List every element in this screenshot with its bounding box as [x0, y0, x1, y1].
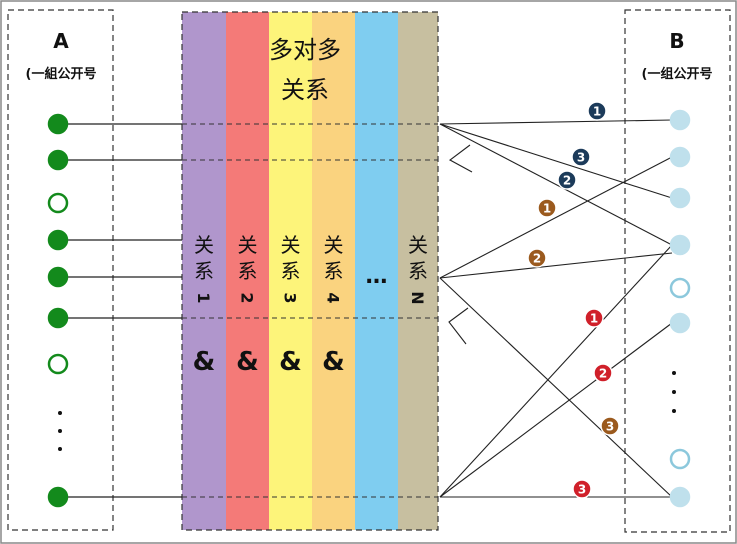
a-node-filled	[49, 151, 67, 169]
badge-number: 1	[543, 202, 551, 216]
b-node-filled	[671, 189, 689, 207]
arrow-head-left	[450, 145, 472, 172]
relation-label-3: 关系 3	[281, 233, 301, 304]
fan-line	[440, 253, 672, 278]
fan-line	[440, 124, 672, 245]
badge-2: 3	[572, 148, 590, 166]
center-title-line2: 关系	[281, 76, 329, 104]
badge-number: 2	[599, 367, 607, 381]
fan-line	[440, 278, 672, 497]
relation-amp-4: &	[322, 347, 345, 377]
badge-6: 1	[585, 309, 603, 327]
badge-7: 2	[594, 364, 612, 382]
relation-label-char: 系	[281, 259, 301, 283]
group-b-nodes	[671, 111, 689, 506]
group-b-label: B	[669, 29, 684, 53]
fan-line	[440, 323, 672, 497]
group-a-nodes	[49, 115, 67, 506]
b-node-filled	[671, 314, 689, 332]
fan-line	[440, 120, 672, 124]
center-title-line1: 多对多	[269, 36, 341, 64]
relation-label-char: 系	[194, 259, 214, 283]
relation-label-ellipsis: …	[366, 264, 388, 289]
badge-number: 3	[577, 151, 585, 165]
b-node-filled	[671, 111, 689, 129]
b-node-hollow	[671, 279, 689, 297]
group-b-sublabel: (一组公开号	[642, 66, 713, 82]
badge-8: 3	[601, 417, 619, 435]
a-node-filled	[49, 488, 67, 506]
relation-label-char: 系	[324, 259, 344, 283]
relation-amp-1: &	[193, 347, 216, 377]
relation-label-char: 关	[238, 233, 258, 257]
a-ellipsis	[58, 411, 62, 451]
b-node-hollow	[671, 450, 689, 468]
relation-label-char: 系	[408, 259, 428, 283]
relation-label-char: 4	[324, 292, 343, 303]
a-node-filled	[49, 115, 67, 133]
a-connectors	[58, 124, 182, 497]
badge-number: 1	[593, 105, 601, 119]
relation-label-char: 关	[324, 233, 344, 257]
b-node-filled	[671, 488, 689, 506]
badge-number: 2	[533, 252, 541, 266]
b-node-filled	[671, 148, 689, 166]
badge-9: 3	[573, 480, 591, 498]
arrow-head-left	[449, 308, 468, 344]
a-node-hollow	[49, 355, 67, 373]
relation-label-4: 关系 4	[324, 233, 344, 304]
relation-label-char: 3	[281, 292, 300, 303]
b-connectors	[440, 120, 672, 497]
relation-amp-2: &	[236, 347, 259, 377]
a-node-filled	[49, 231, 67, 249]
relation-label-char: N	[408, 291, 427, 304]
group-a-sublabel: (一組公开号	[26, 66, 97, 82]
relation-label-6: 关系N	[408, 233, 428, 305]
badge-4: 1	[538, 199, 556, 217]
b-node-filled	[671, 236, 689, 254]
group-a-label: A	[53, 29, 69, 53]
badge-5: 2	[528, 249, 546, 267]
a-node-hollow	[49, 194, 67, 212]
relation-label-char: 关	[194, 233, 214, 257]
badge-number: 3	[578, 483, 586, 497]
relation-label-1: 关系 1	[194, 233, 214, 304]
relation-label-char: 系	[238, 259, 258, 283]
fan-line	[440, 245, 672, 497]
a-node-filled	[49, 309, 67, 327]
badge-number: 3	[606, 420, 614, 434]
badge-group: 132121233	[528, 102, 619, 498]
badge-3: 2	[558, 171, 576, 189]
relation-label-char: 1	[194, 292, 213, 303]
a-node-filled	[49, 268, 67, 286]
badge-1: 1	[588, 102, 606, 120]
relation-label-2: 关系 2	[238, 233, 258, 304]
fan-line	[440, 157, 672, 278]
relation-label-char: 关	[281, 233, 301, 257]
b-ellipsis	[672, 371, 676, 413]
badge-number: 1	[590, 312, 598, 326]
fan-line	[440, 124, 672, 198]
badge-number: 2	[563, 174, 571, 188]
relation-amp-3: &	[279, 347, 302, 377]
relation-label-char: 2	[238, 292, 257, 303]
relation-label-char: 关	[408, 233, 428, 257]
